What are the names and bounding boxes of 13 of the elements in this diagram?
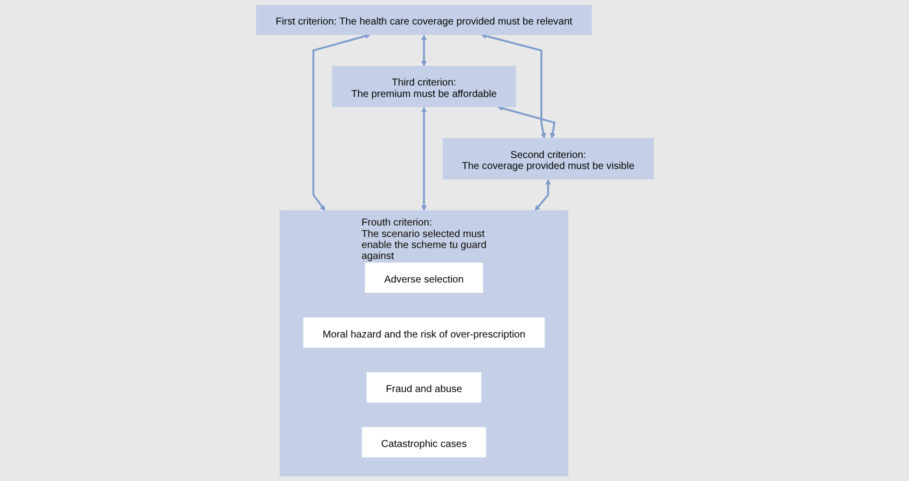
arrow (497, 106, 556, 139)
arrow (420, 106, 426, 211)
arrow (534, 179, 550, 211)
node-box: Catastrophic cases (361, 427, 486, 458)
arrow (420, 34, 426, 66)
node-box: Third criterion: The premium must be affordable (332, 66, 516, 108)
arrow (480, 33, 546, 139)
node-box: Second criterion: The coverage provided must be visible (442, 138, 654, 180)
node-box: Adverse selection (364, 262, 483, 293)
arrow (312, 33, 370, 211)
node-box: Moral hazard and the risk of over-prescription (302, 317, 544, 348)
node-box: First criterion: The health care coverage provided must be relevant (256, 4, 592, 35)
node-box: Fraud and abuse (366, 372, 481, 403)
